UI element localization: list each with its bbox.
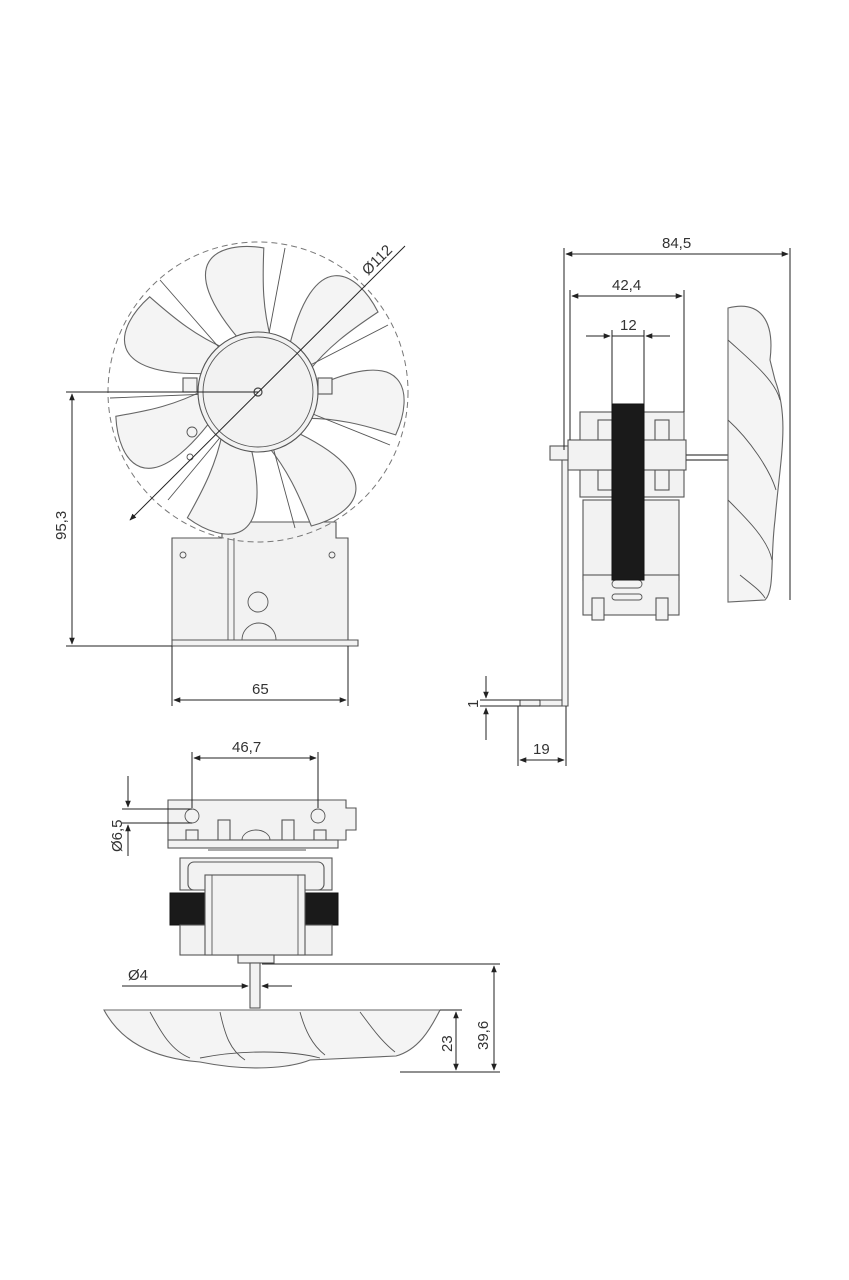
side-view: 84,5 42,4 12 1 19 [465, 235, 791, 766]
dim-height-to-axis: 95,3 [53, 391, 258, 647]
dim-hole-spacing: 46,7 [191, 739, 319, 808]
dim-shaft-diameter: Ø4 [122, 967, 292, 989]
side-fan [727, 305, 784, 603]
top-view: 46,7 Ø6,5 Ø4 23 39,6 [103, 739, 500, 1073]
motor-depth-label: 42,4 [612, 277, 641, 294]
hole-diameter-label: Ø6,5 [109, 819, 126, 852]
dim-coil-width: 12 [586, 317, 670, 404]
side-motor [549, 403, 732, 621]
shaft-to-fan-label: 39,6 [475, 1021, 492, 1050]
dim-bracket-width: 65 [171, 646, 349, 706]
front-view: Ø112 95,3 65 [53, 241, 409, 706]
foot-length-label: 19 [533, 741, 550, 758]
hole-spacing-label: 46,7 [232, 739, 261, 756]
dim-motor-depth: 42,4 [569, 277, 685, 440]
side-coil [611, 403, 645, 581]
dim-foot-length: 19 [517, 706, 567, 766]
dim-total-depth: 84,5 [563, 235, 791, 600]
dim-fan-height: 23 [400, 1009, 500, 1073]
shaft-diameter-label: Ø4 [128, 967, 148, 984]
dim-hole-diameter: Ø6,5 [109, 776, 192, 856]
sheet-thickness-label: 1 [465, 700, 482, 708]
fan-height-label: 23 [439, 1035, 456, 1052]
dim-sheet-thickness: 1 [465, 676, 540, 740]
total-depth-label: 84,5 [662, 235, 691, 252]
height-label: 95,3 [53, 511, 70, 540]
coil-width-label: 12 [620, 317, 637, 334]
top-fan [103, 1009, 441, 1069]
top-motor [169, 857, 339, 1009]
front-bracket [171, 521, 359, 647]
side-bracket [519, 449, 569, 707]
width-label: 65 [252, 681, 269, 698]
top-plate [167, 799, 357, 851]
dim-shaft-to-fan: 39,6 [262, 963, 500, 1071]
